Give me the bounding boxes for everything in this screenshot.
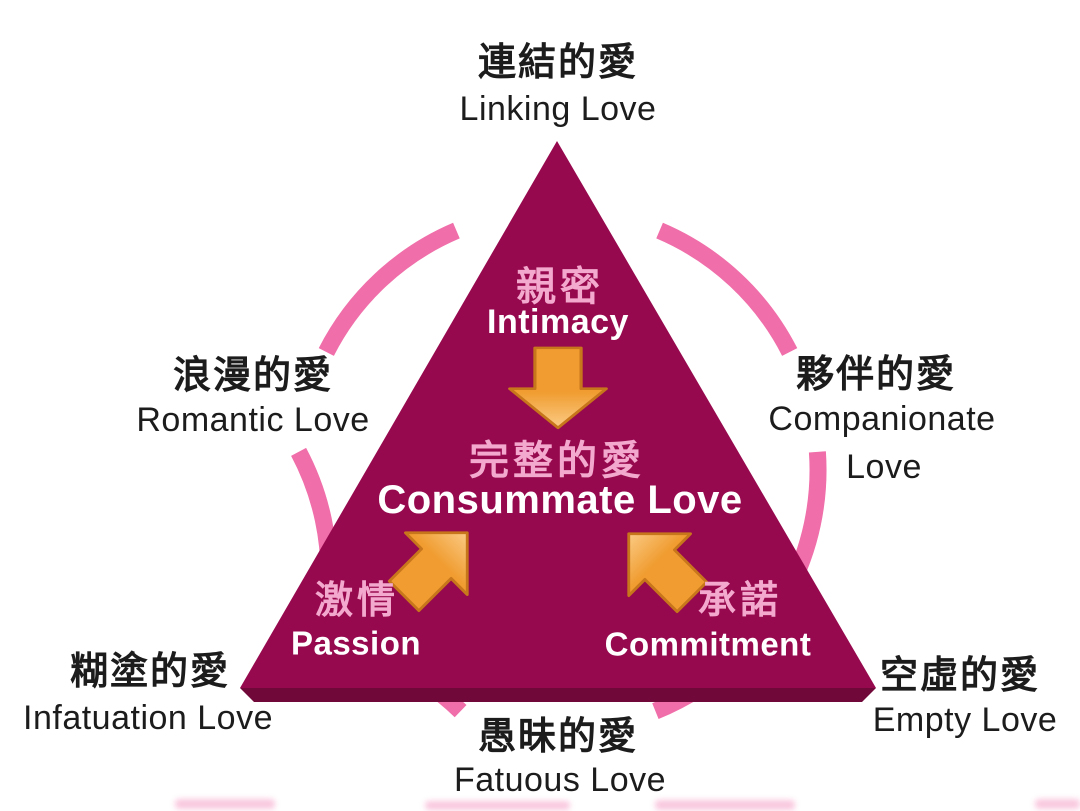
- cutoff-pink-text-fragment: [655, 800, 795, 810]
- up-right-arrow-icon: [387, 531, 469, 613]
- label-intimacy-en: Intimacy: [487, 303, 629, 341]
- label-fatuous-love-en: Fatuous Love: [453, 761, 667, 799]
- label-commitment-en: Commitment: [604, 625, 812, 663]
- label-passion-en: Passion: [290, 624, 422, 662]
- label-companionate-love-zh: 夥伴的愛: [795, 354, 957, 396]
- label-consummate-love-zh: 完整的愛: [469, 439, 645, 483]
- cutoff-pink-text-fragment: [1035, 799, 1080, 809]
- label-romantic-love-en: Romantic Love: [136, 401, 370, 439]
- label-intimacy-zh: 親密: [516, 265, 604, 309]
- label-fatuous-love-zh: 愚昧的愛: [477, 716, 639, 758]
- label-empty-love-zh: 空虛的愛: [879, 655, 1041, 697]
- cutoff-pink-text-fragment: [175, 799, 275, 809]
- up-left-arrow-icon: [627, 532, 709, 614]
- label-companionate-love-en-1: Companionate: [768, 400, 996, 438]
- circle-arc-upper-left: [318, 222, 460, 356]
- label-consummate-love-en: Consummate Love: [377, 478, 743, 522]
- cutoff-pink-text-fragment: [425, 801, 570, 810]
- label-commitment-zh: 承諾: [697, 580, 783, 622]
- triangle-base-shadow: [240, 688, 876, 702]
- label-infatuation-love-zh: 糊塗的愛: [69, 651, 231, 693]
- label-infatuation-love-en: Infatuation Love: [23, 699, 273, 737]
- label-romantic-love-zh: 浪漫的愛: [172, 355, 334, 397]
- label-companionate-love-en-2: Love: [846, 448, 922, 486]
- label-empty-love-en: Empty Love: [872, 701, 1058, 739]
- circle-arc-upper-right: [656, 222, 798, 356]
- label-linking-love-en: Linking Love: [459, 90, 657, 128]
- label-passion-zh: 激情: [314, 580, 400, 622]
- down-arrow-icon: [508, 346, 608, 430]
- label-linking-love-zh: 連結的愛: [477, 42, 639, 84]
